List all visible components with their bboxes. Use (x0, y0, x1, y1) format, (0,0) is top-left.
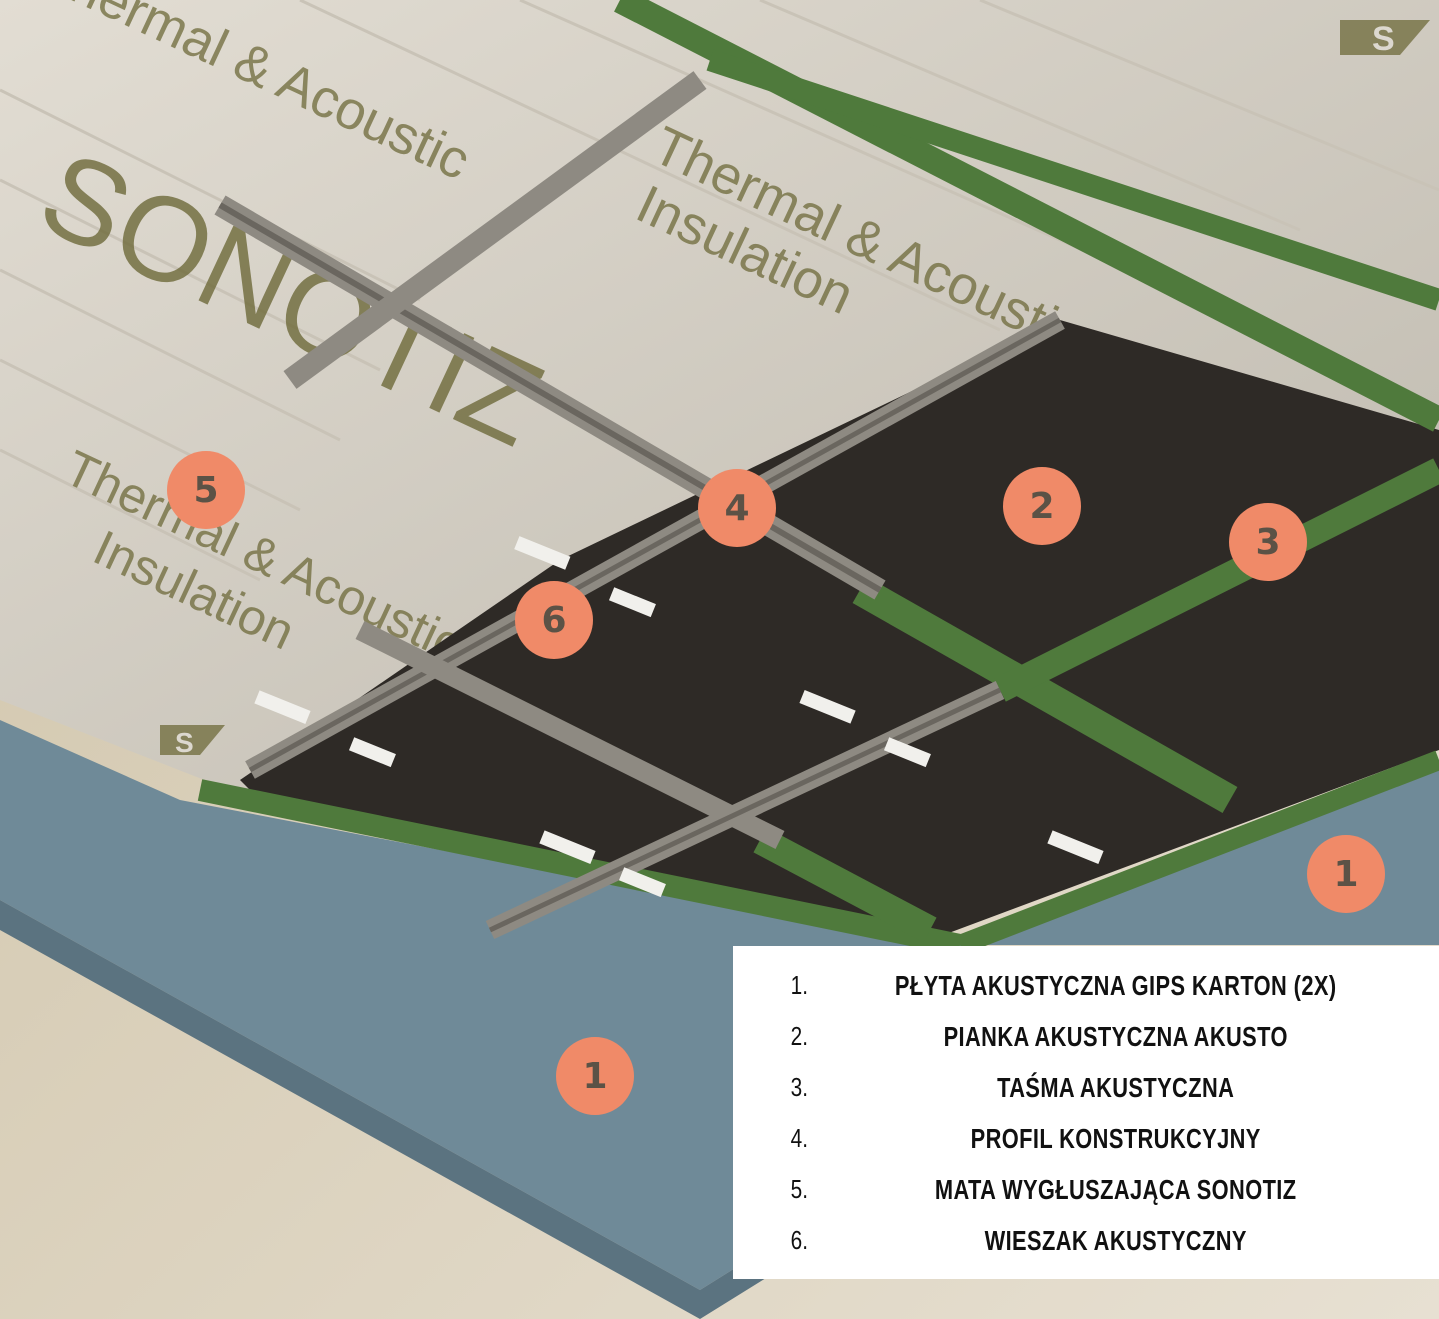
legend-number: 5. (790, 1174, 808, 1204)
acoustic-foam (240, 320, 1439, 940)
legend-item: 5. MATA WYGŁUSZAJĄCA SONOTIZ (733, 1164, 1439, 1215)
marker-acoustic-tape: 3 (1229, 503, 1307, 581)
sonotiz-logo-2: S (160, 725, 225, 758)
legend-item: 2. PIANKA AKUSTYCZNA AKUSTO (733, 1011, 1439, 1062)
legend-label: PŁYTA AKUSTYCZNA GIPS KARTON (2X) (894, 969, 1337, 1001)
marker-gypsum-board-left: 1 (556, 1037, 634, 1115)
legend-label: PROFIL KONSTRUKCYJNY (970, 1122, 1261, 1154)
legend-label: PIANKA AKUSTYCZNA AKUSTO (943, 1020, 1288, 1052)
legend-number: 2. (790, 1021, 808, 1051)
marker-insulation-mat: 5 (167, 451, 245, 529)
svg-text:S: S (1372, 20, 1395, 58)
marker-acoustic-foam: 2 (1003, 467, 1081, 545)
legend-number: 3. (790, 1072, 808, 1102)
legend-number: 6. (790, 1225, 808, 1255)
mat-seams (0, 0, 1439, 582)
svg-text:S: S (175, 727, 194, 758)
legend-label: MATA WYGŁUSZAJĄCA SONOTIZ (934, 1173, 1297, 1205)
acoustic-hangers (254, 536, 1104, 898)
legend-label: TAŚMA AKUSTYCZNA (997, 1071, 1235, 1103)
marker-construction-profile: 4 (698, 469, 776, 547)
marker-gypsum-board-right: 1 (1307, 835, 1385, 913)
sonotiz-logo: S (1340, 20, 1430, 58)
marker-acoustic-hanger: 6 (515, 581, 593, 659)
legend-item: 4. PROFIL KONSTRUKCYJNY (733, 1113, 1439, 1164)
legend-number: 4. (790, 1123, 808, 1153)
legend-panel: 1. PŁYTA AKUSTYCZNA GIPS KARTON (2X) 2. … (733, 946, 1439, 1279)
legend-item: 3. TAŚMA AKUSTYCZNA (733, 1062, 1439, 1113)
legend-item: 1. PŁYTA AKUSTYCZNA GIPS KARTON (2X) (733, 960, 1439, 1011)
legend-item: 6. WIESZAK AKUSTYCZNY (733, 1215, 1439, 1266)
acoustic-tape-frame (197, 0, 1439, 956)
legend-label: WIESZAK AKUSTYCZNY (984, 1224, 1247, 1256)
gypsum-board (0, 720, 1439, 1290)
legend-number: 1. (790, 970, 808, 1000)
